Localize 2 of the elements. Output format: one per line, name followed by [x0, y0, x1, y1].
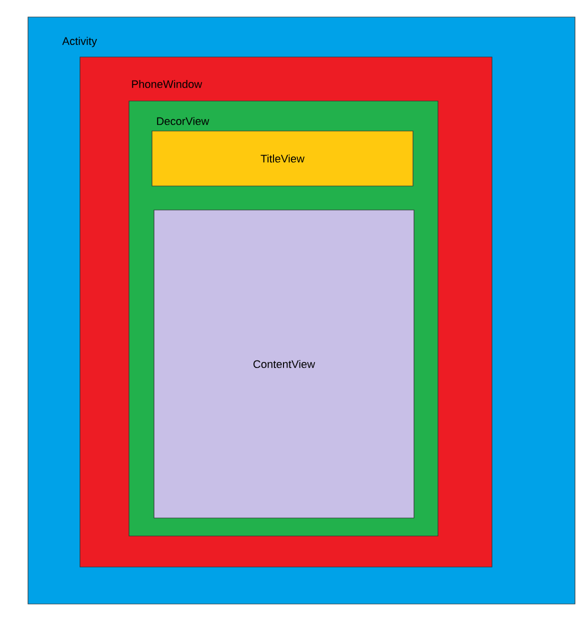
- view-box: TitleView: [152, 130, 414, 186]
- view-box: ContentView: [154, 210, 414, 518]
